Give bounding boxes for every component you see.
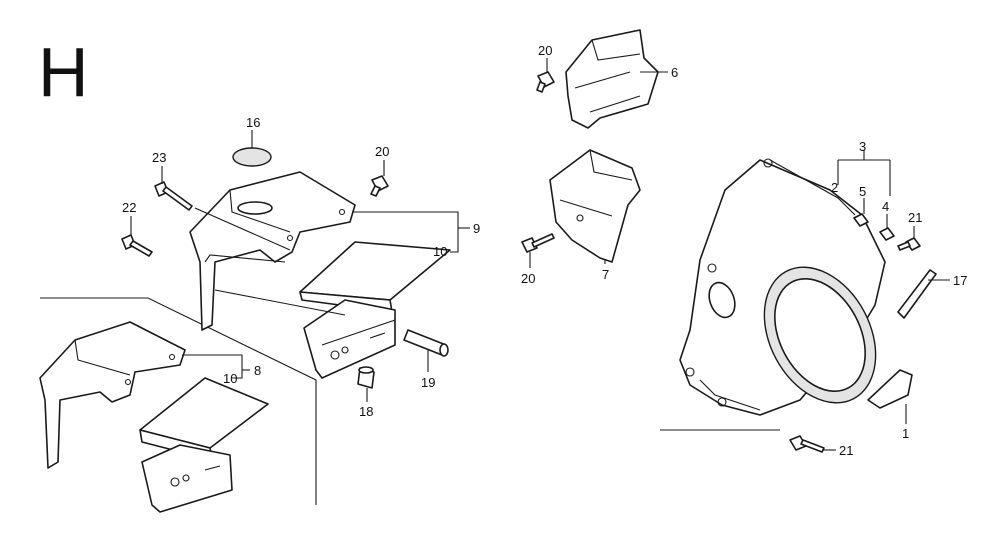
section-letter: H [38,33,89,111]
strap-part-17 [897,269,937,319]
callout-3: 3 [859,139,866,154]
bolt-part-21-lower [789,435,825,453]
callout-20-middle: 20 [521,271,535,286]
bolt-part-20-top [370,175,389,197]
leader-lines [130,58,950,451]
callout-6: 6 [671,65,678,80]
bolt-part-21-upper [897,237,921,251]
bracket-part-6 [565,29,659,129]
upper-cover-rivet-2 [286,234,294,242]
plug-part-16 [232,147,272,167]
bolt-part-22 [121,234,153,257]
callout-20-top: 20 [375,144,389,159]
callout-17: 17 [953,273,967,288]
callout-16: 16 [246,115,260,130]
callout-10-inset: 10 [223,371,237,386]
upper-cover-shroud [189,171,356,331]
callout-numbers: 16 23 22 20 9 10 10 8 19 18 20 6 7 20 3 … [122,43,967,458]
callout-9: 9 [473,221,480,236]
callout-21-lower: 21 [839,443,853,458]
callout-21-upper: 21 [908,210,922,225]
inset-boundary-line [40,297,317,505]
nut-part-4 [879,227,895,241]
lower-guard-assembly [303,299,396,379]
callout-23: 23 [152,150,166,165]
collar-part-18 [357,366,375,389]
callout-10-upper: 10 [433,244,447,259]
callout-1: 1 [902,426,909,441]
inset-plate-part-10 [139,377,269,461]
callout-20-upper-right: 20 [538,43,552,58]
callout-4: 4 [882,199,889,214]
bolt-part-20-upper-right [536,71,555,93]
callout-19: 19 [421,375,435,390]
upper-cover-lower-edge [204,254,286,263]
upper-cover-rivet [338,208,346,216]
upper-cover-assembly [189,171,356,331]
nut-part-5 [853,213,869,227]
callout-8: 8 [254,363,261,378]
collar-part-19 [403,329,449,357]
inset-cover-assembly [39,321,186,469]
bracket-part-7 [549,149,641,263]
upper-plate-part-10 [299,241,451,313]
inset-lower-guard [141,444,233,513]
callout-5: 5 [859,184,866,199]
upper-cover-hole [237,201,273,215]
upper-cover-edge [229,189,291,233]
bolt-part-20-middle [521,233,555,253]
fan-cover-shroud [679,158,886,416]
callout-22: 22 [122,200,136,215]
callout-2: 2 [831,180,838,195]
callout-7: 7 [602,267,609,282]
bolt-part-23 [154,181,193,211]
guide-part-1 [867,369,913,409]
callout-18: 18 [359,404,373,419]
